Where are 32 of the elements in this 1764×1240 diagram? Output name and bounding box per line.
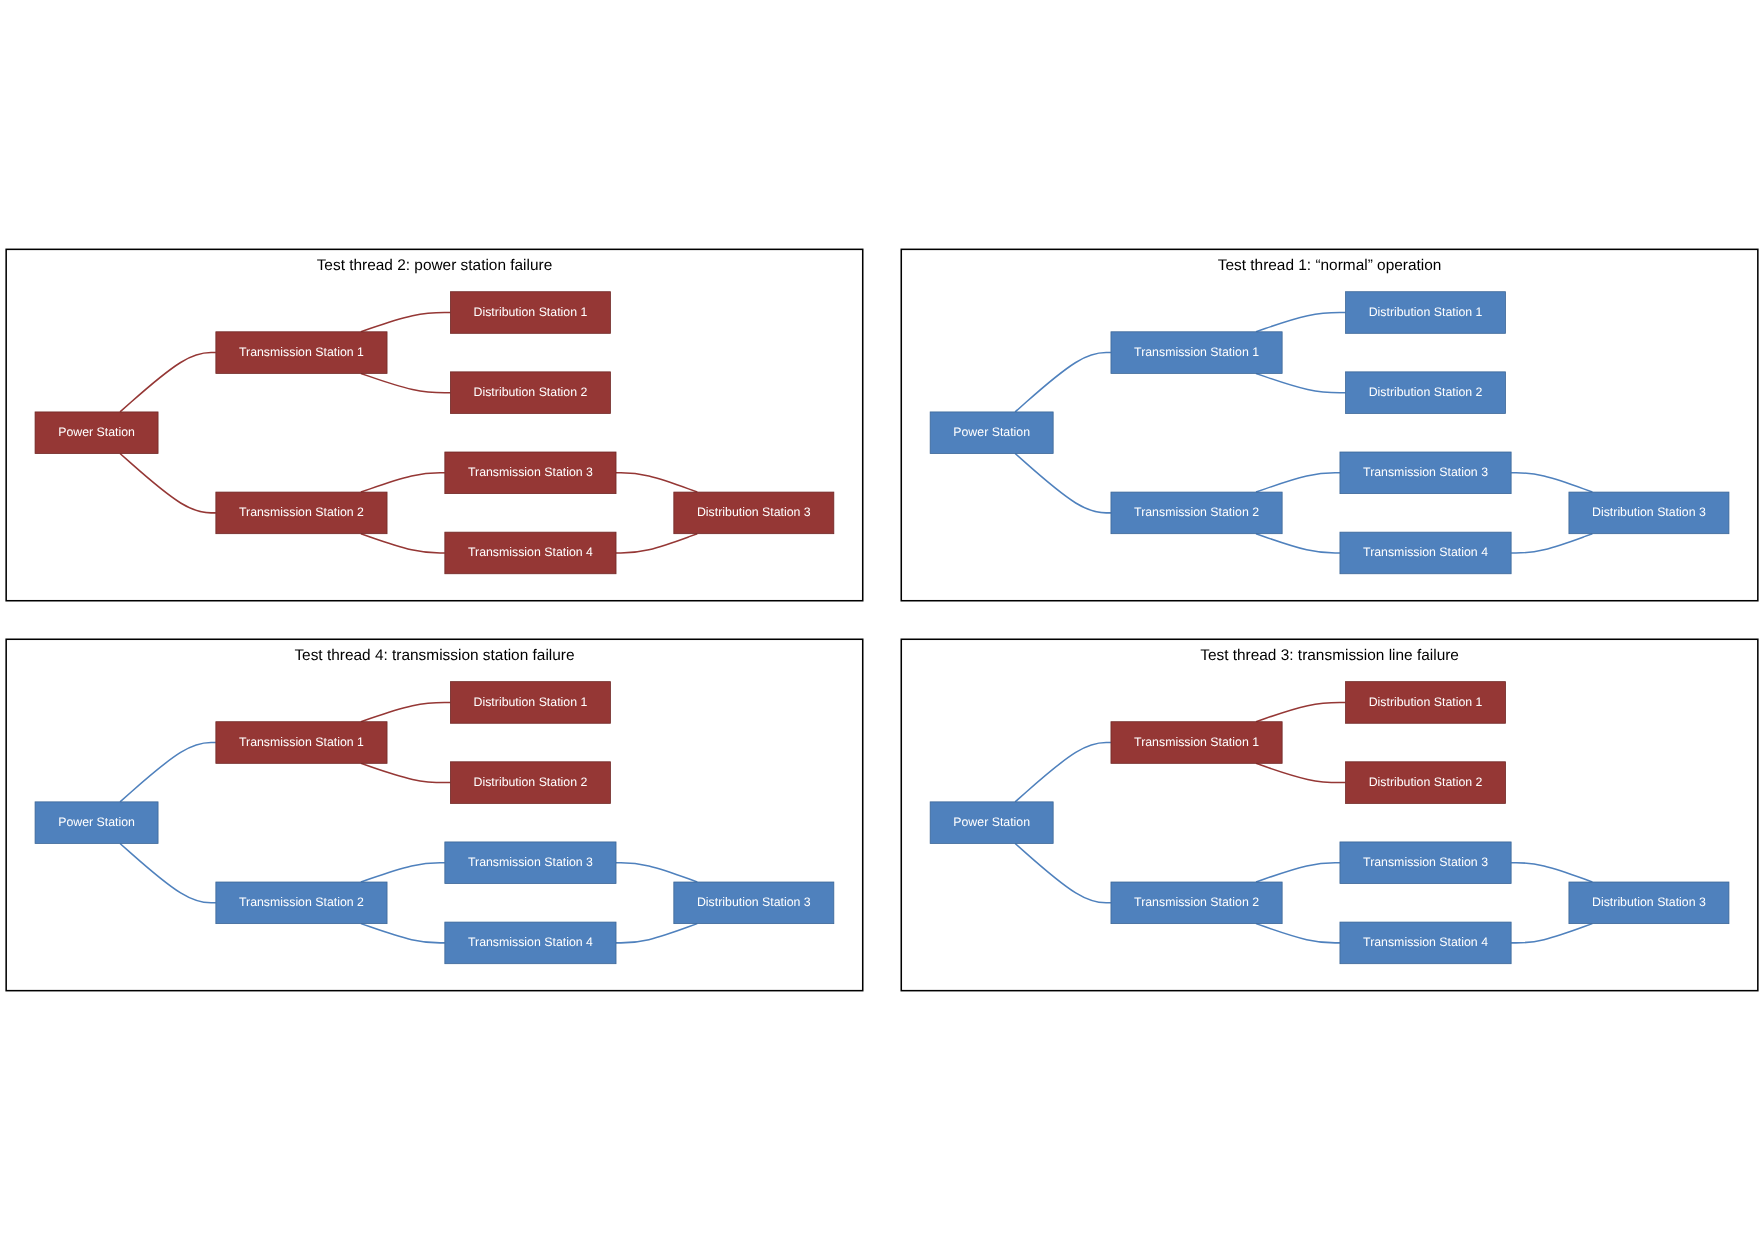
connector (119, 351, 217, 413)
connector (1510, 922, 1594, 944)
connector (119, 452, 217, 514)
connector (1255, 701, 1347, 723)
connector (1014, 741, 1112, 803)
connector (119, 842, 217, 904)
connector (615, 472, 699, 493)
connector (1255, 862, 1341, 883)
connector (360, 532, 446, 554)
connector (1255, 311, 1347, 333)
connector (360, 762, 452, 784)
connector (360, 862, 446, 883)
connector (360, 472, 446, 493)
connector (615, 532, 699, 554)
connector (119, 741, 217, 803)
connector (1255, 762, 1347, 784)
connector (1255, 532, 1341, 554)
connector (1014, 842, 1112, 904)
connector (360, 922, 446, 944)
connector (615, 862, 699, 883)
connector (360, 311, 452, 333)
connector (360, 372, 452, 394)
connector (360, 701, 452, 723)
connector (1255, 372, 1347, 394)
connector (615, 922, 699, 944)
connector (1255, 922, 1341, 944)
connector (1510, 862, 1594, 883)
connector (1510, 532, 1594, 554)
connector (1255, 472, 1341, 493)
connector (1510, 472, 1594, 493)
connector (1014, 351, 1112, 413)
connector (1014, 452, 1112, 514)
